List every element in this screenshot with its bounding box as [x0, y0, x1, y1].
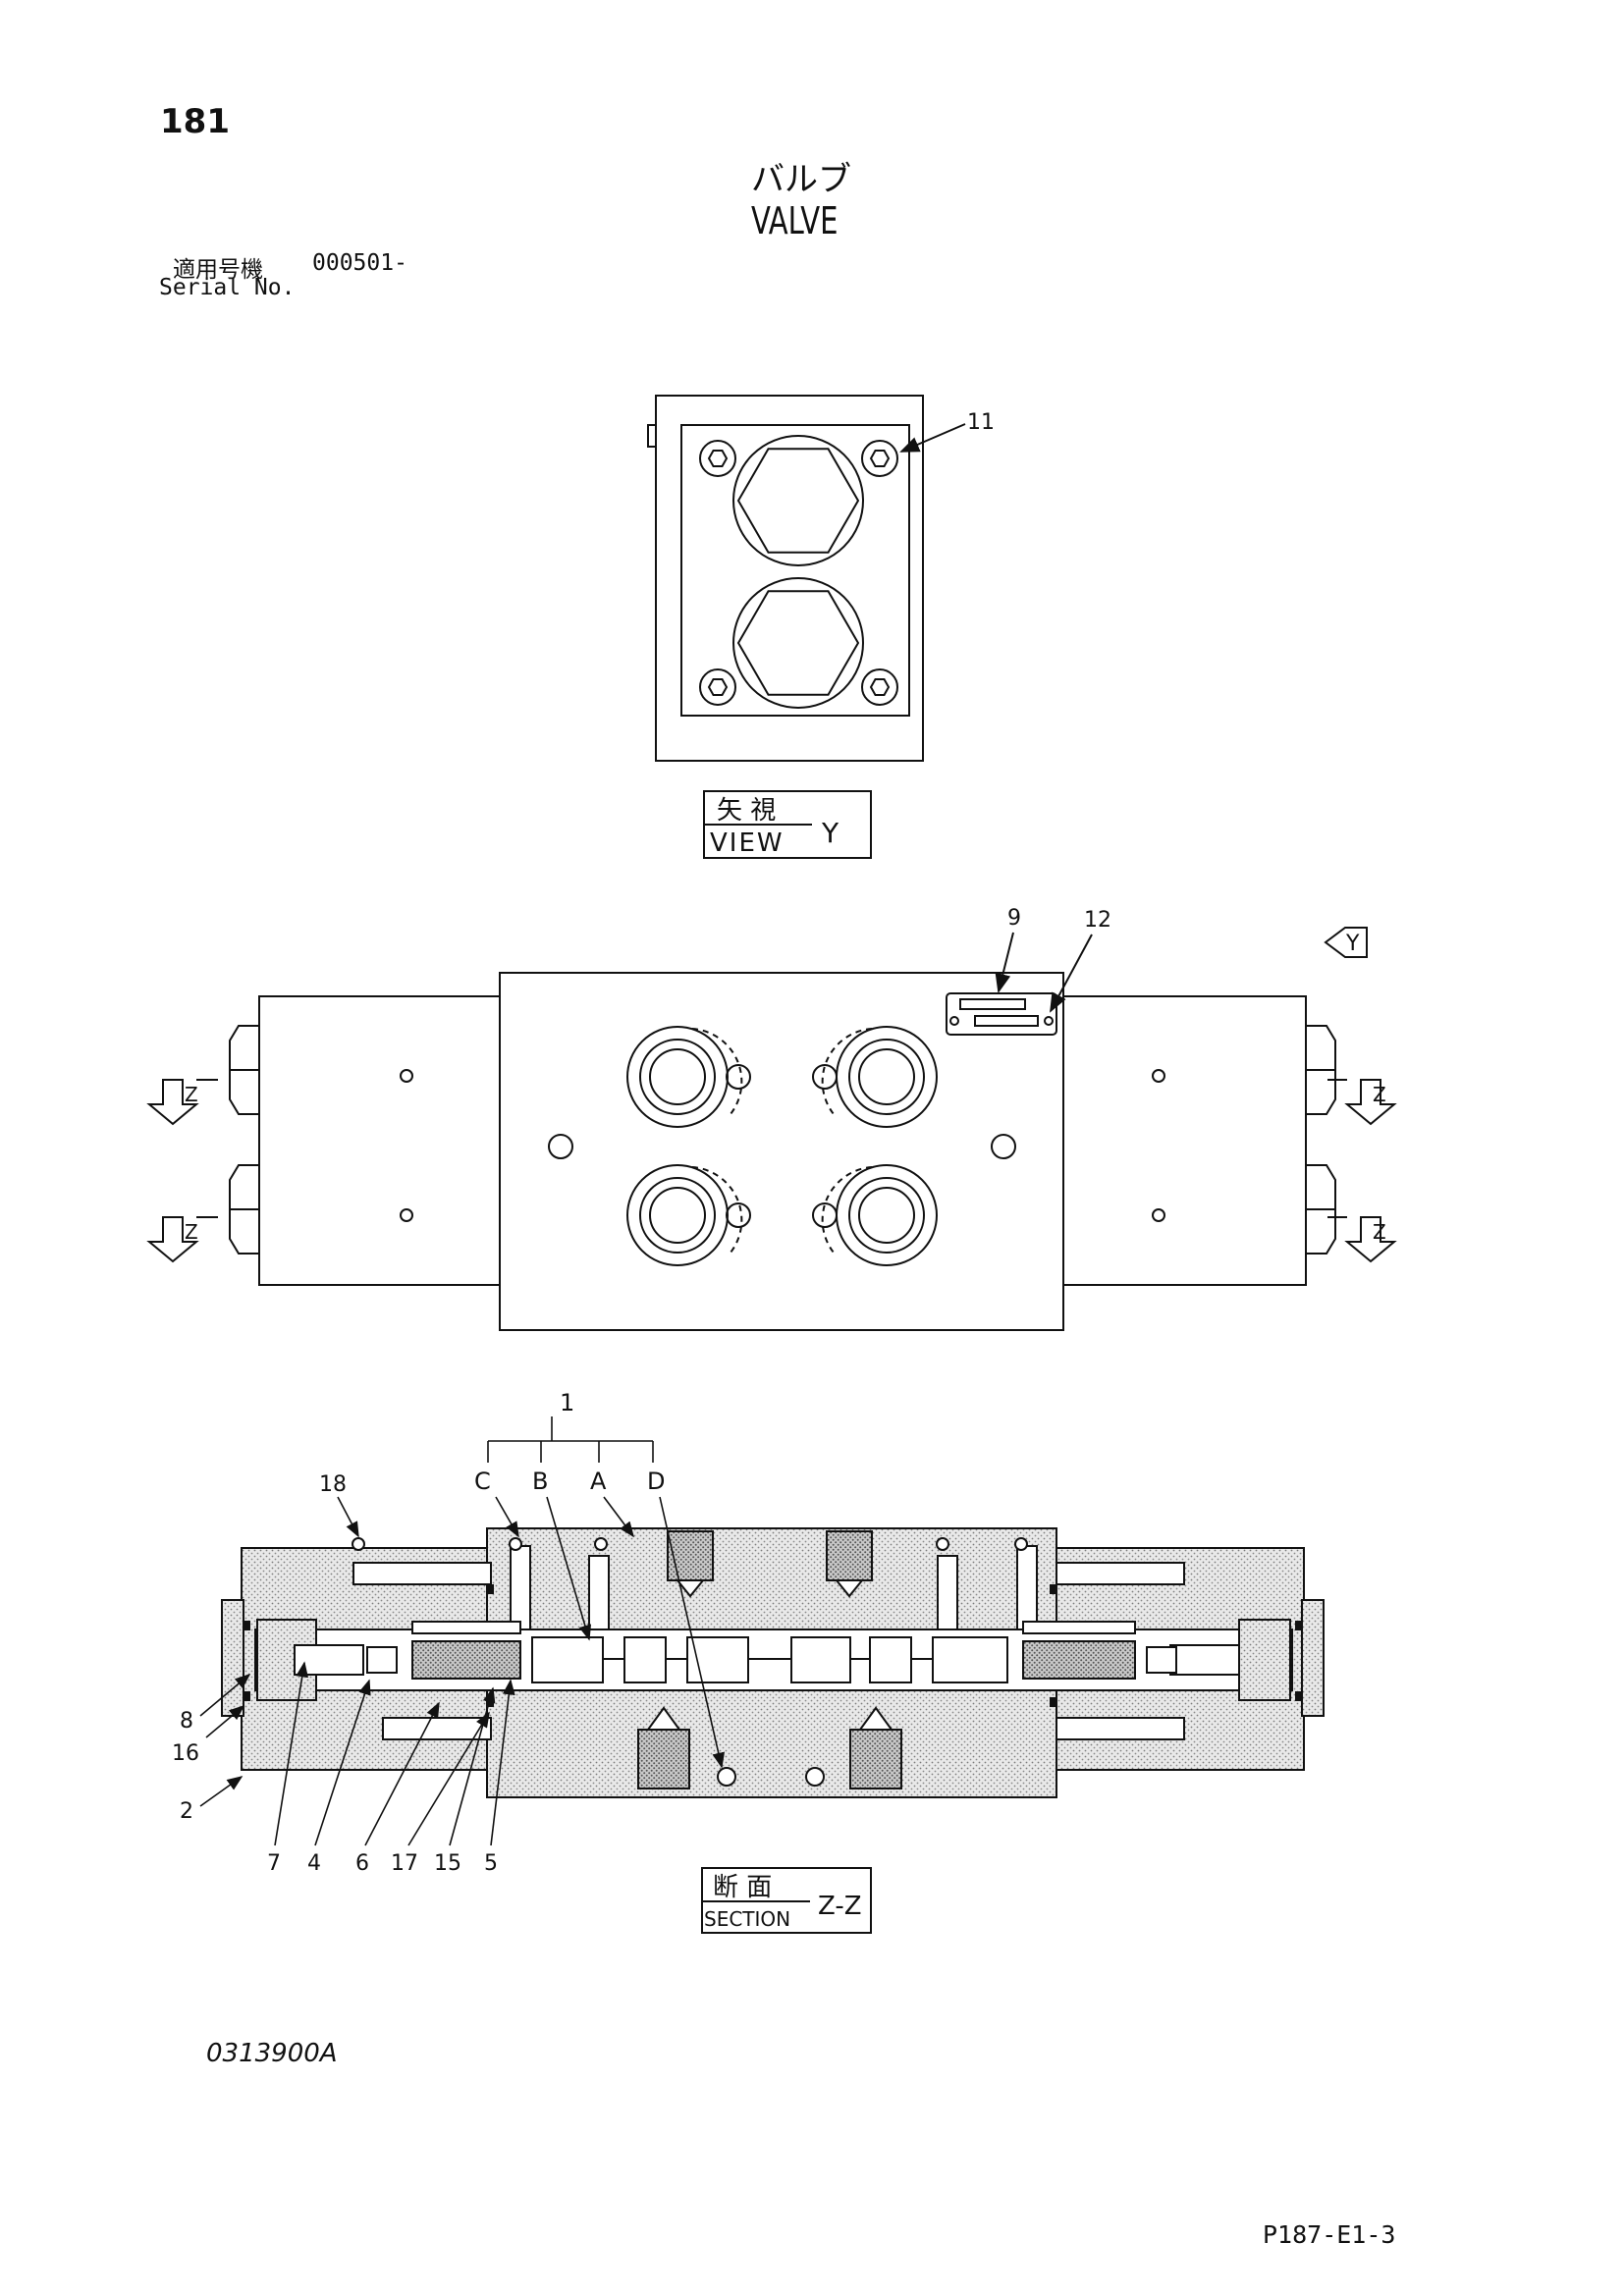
callout-15: 15: [434, 1851, 461, 1876]
port-icon: [626, 1026, 751, 1128]
arrow-z-icon: [1344, 1079, 1397, 1126]
callout-9: 9: [1007, 906, 1021, 931]
callout-a: A: [590, 1468, 607, 1495]
callout-6: 6: [355, 1851, 369, 1876]
title-japanese: バルブ: [751, 160, 851, 199]
serial-label-english: Serial No.: [159, 275, 296, 300]
arrow-z-letter: Z: [1373, 1083, 1386, 1106]
serial-value: 000501-: [312, 250, 407, 276]
arrow-y-letter: Y: [1345, 932, 1360, 956]
view-y-label-jp: 矢 視: [717, 796, 776, 826]
port-icon: [626, 1164, 751, 1266]
section-zz-label-en: SECTION: [704, 1907, 790, 1931]
arrow-z-icon: [146, 1216, 199, 1263]
arrow-z-icon: [146, 1079, 199, 1126]
side-view: [146, 927, 1397, 1331]
section-zz-label: [701, 1867, 872, 1934]
callout-2: 2: [180, 1799, 193, 1824]
bolt-icon: [861, 440, 898, 477]
drawing-code: 0313900A: [206, 2039, 338, 2068]
view-y-label-en: VIEW: [710, 828, 785, 858]
callout-4: 4: [307, 1851, 321, 1876]
arrow-y-icon: [1324, 927, 1368, 958]
callout-12: 12: [1084, 908, 1111, 933]
section-leaders: [199, 1416, 726, 1846]
callout-c: C: [474, 1468, 491, 1495]
callout-5: 5: [484, 1851, 498, 1876]
section-zz-label-jp: 断 面: [713, 1873, 772, 1902]
bolt-icon: [699, 440, 736, 477]
page-code: P187-E1-3: [1263, 2220, 1396, 2249]
top-view: [647, 395, 966, 762]
arrow-z-icon: [1344, 1216, 1397, 1263]
bolt-icon: [861, 668, 898, 706]
arrow-z-letter: Z: [185, 1220, 198, 1244]
view-y-letter: Y: [821, 817, 839, 849]
port-icon: [812, 1164, 938, 1266]
page-number: 181: [160, 102, 230, 141]
port-icon: [812, 1026, 938, 1128]
title-english: VALVE: [751, 199, 839, 242]
callout-18: 18: [319, 1472, 347, 1497]
bolt-icon: [699, 668, 736, 706]
arrow-z-letter: Z: [1373, 1220, 1386, 1244]
callout-17: 17: [391, 1851, 418, 1876]
callout-7: 7: [267, 1851, 281, 1876]
callout-11: 11: [967, 410, 995, 435]
arrow-z-letter: Z: [185, 1083, 198, 1106]
section-zz-letter: Z-Z: [818, 1892, 862, 1921]
callout-b: B: [532, 1468, 548, 1495]
callout-16: 16: [172, 1741, 199, 1766]
callout-d: D: [647, 1468, 665, 1495]
callout-1: 1: [560, 1389, 574, 1416]
serial-label-japanese: 適用号機: [173, 257, 263, 283]
callout-8: 8: [180, 1709, 193, 1734]
view-y-label: [703, 790, 872, 859]
section-view: [221, 1527, 1325, 1798]
